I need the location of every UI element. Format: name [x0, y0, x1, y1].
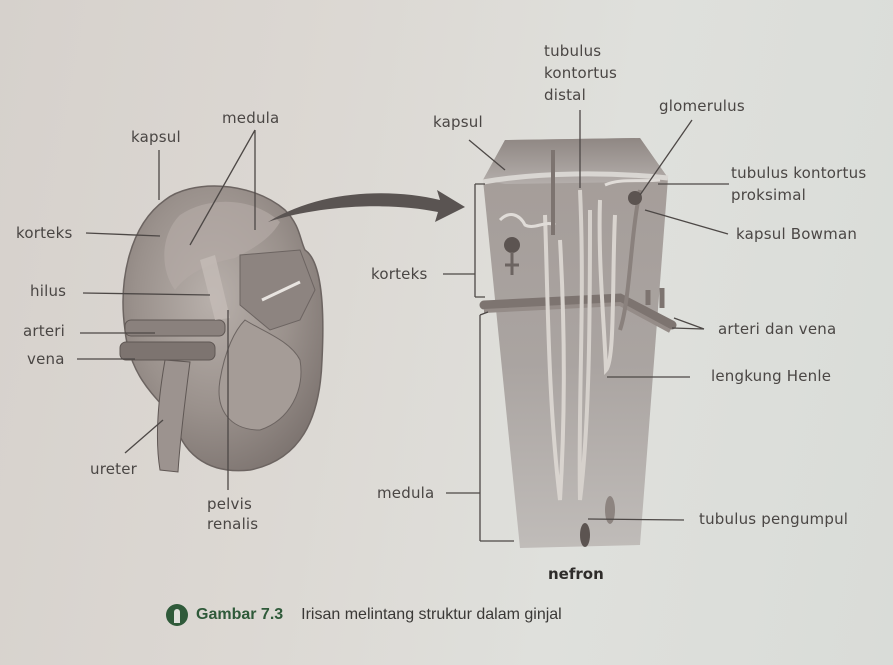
label-kidney-arteri: arteri — [23, 322, 66, 340]
label-kidney-hilus: hilus — [30, 282, 67, 300]
label-tubulus-kontortus-proksimal: tubulus kontortus proksimal — [731, 164, 867, 204]
label-kidney-kapsul: kapsul — [131, 128, 181, 146]
leader-lines — [77, 110, 729, 542]
label-nephron-kapsul: kapsul — [433, 113, 483, 131]
label-tubulus-pengumpul: tubulus pengumpul — [699, 510, 849, 528]
label-lengkung-henle: lengkung Henle — [711, 367, 832, 385]
label-kidney-korteks: korteks — [16, 224, 73, 242]
figure-marker-icon — [166, 604, 188, 626]
zoom-arrow-icon — [268, 190, 465, 222]
nephron-drawing — [479, 138, 677, 548]
label-kapsul-bowman: kapsul Bowman — [736, 225, 858, 243]
label-tubulus-kontortus-distal: tubulus kontortus distal — [544, 42, 618, 104]
figure-number: Gambar 7.3 — [196, 606, 284, 623]
label-kidney-medula: medula — [222, 109, 280, 127]
label-kidney-vena: vena — [27, 350, 65, 368]
label-arteri-dan-vena: arteri dan vena — [718, 320, 837, 338]
label-nephron-medula: medula — [377, 484, 435, 502]
figure-description: Irisan melintang struktur dalam ginjal — [301, 606, 562, 623]
label-kidney-ureter: ureter — [90, 460, 138, 478]
figure-caption: Gambar 7.3 Irisan melintang struktur dal… — [166, 604, 562, 626]
label-kidney-pelvis-renalis: pelvis renalis — [207, 495, 259, 533]
kidney-drawing — [119, 185, 324, 473]
label-nephron-korteks: korteks — [371, 265, 428, 283]
nephron-title: nefron — [548, 565, 604, 583]
label-glomerulus: glomerulus — [659, 97, 745, 115]
